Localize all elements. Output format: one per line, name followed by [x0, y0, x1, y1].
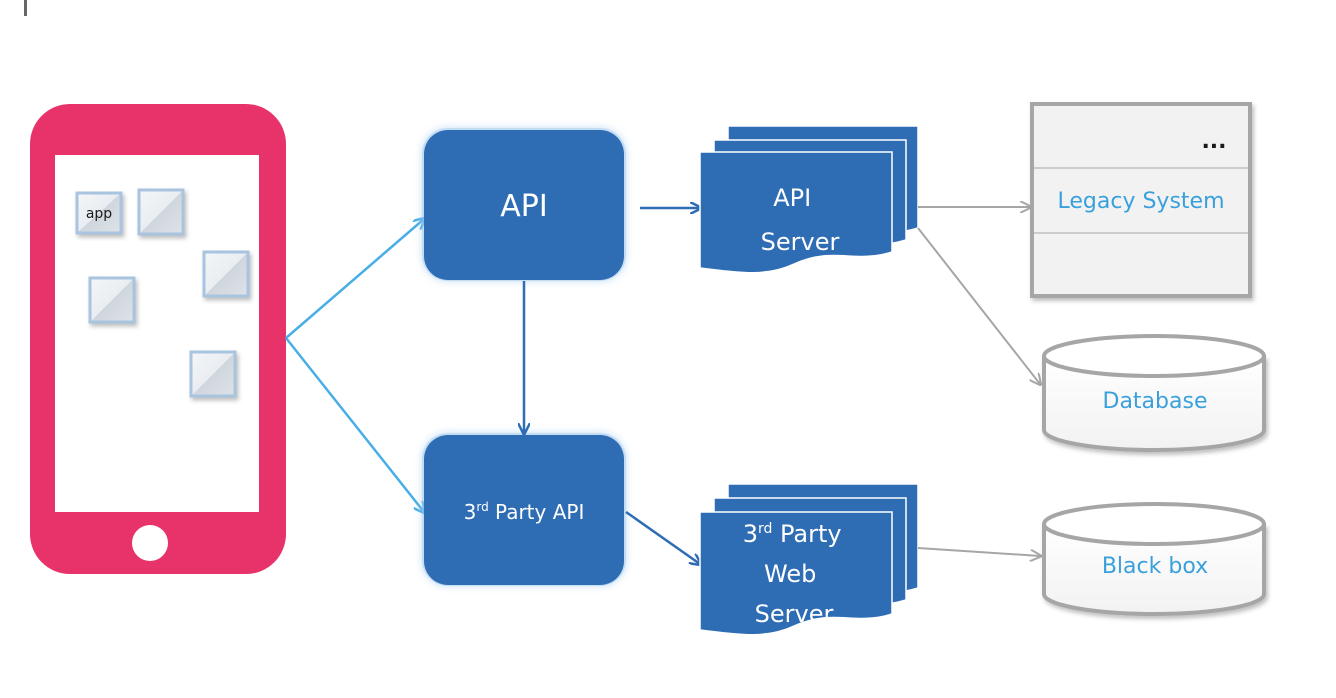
database-node: Database: [1042, 334, 1266, 452]
arrow-phone-to-3rd-party-api: [285, 337, 424, 512]
app-icon-placeholder[interactable]: [88, 276, 136, 324]
arrow-3rd-party-api-to-web-server: [625, 510, 700, 564]
phone-device: [30, 104, 286, 574]
app-icon-placeholder[interactable]: [202, 250, 250, 298]
arrow-web-server-to-black-box: [917, 547, 1040, 556]
api-server-node: API Server: [699, 125, 919, 274]
black-box-node: Black box: [1042, 502, 1266, 616]
api-label: API: [500, 189, 547, 224]
app-icon[interactable]: app: [75, 191, 123, 235]
api-node: API: [422, 128, 626, 281]
app-icon-placeholder[interactable]: [137, 188, 185, 236]
legacy-system-node: ... Legacy System: [1030, 102, 1252, 298]
app-icon-label: app: [86, 206, 112, 222]
database-label: Database: [1103, 389, 1208, 414]
corner-mark: [24, 0, 27, 16]
third-party-web-server-node: 3rd Party Web Server: [699, 483, 919, 636]
arrow-api-server-to-database: [917, 227, 1040, 384]
phone-home-button: [132, 525, 168, 561]
third-party-web-server-label: 3rd Party Web Server: [743, 520, 850, 628]
third-party-api-label: 3rd Party API: [464, 500, 585, 524]
arrow-phone-to-api: [285, 219, 424, 339]
app-icon-placeholder[interactable]: [189, 350, 237, 398]
legacy-system-ellipsis: ...: [1201, 129, 1226, 154]
third-party-api-node: 3rd Party API: [422, 433, 626, 586]
legacy-system-label: Legacy System: [1058, 189, 1225, 214]
black-box-label: Black box: [1102, 554, 1208, 579]
api-server-label: API Server: [761, 184, 840, 256]
